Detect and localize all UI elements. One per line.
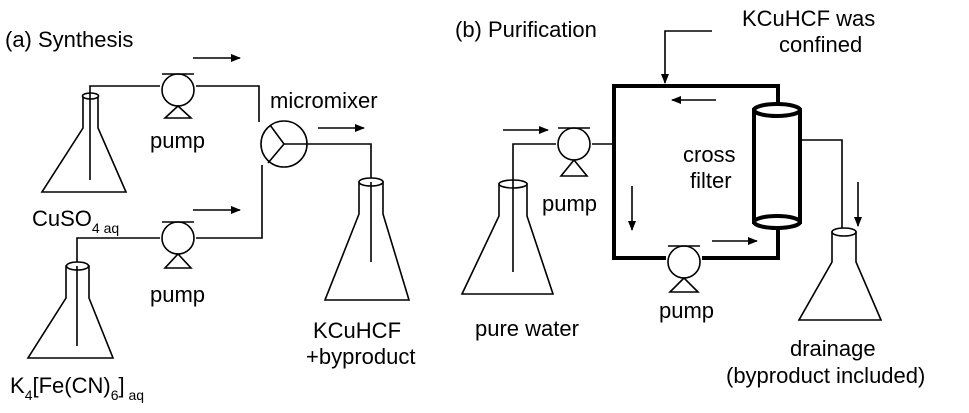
loop-pump-label: pump — [659, 298, 714, 323]
cross-filter-body — [752, 108, 802, 224]
pump-1 — [161, 73, 195, 119]
loop-pump-stand — [668, 276, 700, 293]
product-label-line2: +byproduct — [306, 344, 415, 369]
confined-pointer-arrow — [661, 30, 712, 84]
confined-label-line2: confined — [779, 32, 862, 57]
panel-synthesis: (a) Synthesis CuSO4 aq K4[Fe(CN)6] aq pu… — [5, 27, 415, 403]
micromixer-branch-2 — [267, 143, 285, 164]
ferrocyanide-flask — [26, 265, 115, 359]
panel-a-title: (a) Synthesis — [5, 27, 133, 52]
cuso4-flask — [40, 95, 128, 193]
feed-pump — [557, 127, 591, 177]
pump-1-stand — [162, 104, 194, 119]
recirculation-loop — [612, 84, 780, 260]
cross-filter-cap-bottom — [752, 214, 802, 230]
feed-pump-body — [557, 127, 591, 161]
drainage-flask — [797, 231, 883, 321]
pump-1-body — [161, 73, 195, 107]
loop-pump — [667, 245, 701, 293]
tube-ferrocyanide-to-pump — [76, 237, 160, 262]
feed-pump-stand — [559, 158, 589, 177]
pump-2-stand — [163, 252, 193, 269]
filter-label-line1: cross — [683, 142, 736, 167]
water-flask — [460, 183, 555, 295]
panel-b-title: (b) Purification — [455, 17, 597, 42]
tube-cuso4-to-pump — [89, 85, 160, 96]
product-flask — [323, 181, 411, 301]
pump-2-body — [161, 221, 195, 255]
drainage-flask-neck — [831, 227, 857, 237]
micromixer — [260, 120, 308, 168]
feed-pump-label: pump — [542, 191, 597, 216]
panel-purification: (b) Purification KCuHCF was confined pur… — [455, 6, 925, 388]
cross-filter-cap-top — [752, 102, 802, 118]
pump-2-label: pump — [150, 282, 205, 307]
pump-1-label: pump — [150, 128, 205, 153]
recirculation-loop-return — [702, 226, 780, 260]
micromixer-branch-1 — [269, 124, 285, 145]
pump-2 — [161, 221, 195, 269]
ferrocyanide-label: K4[Fe(CN)6] aq — [10, 373, 144, 403]
confined-label-line1: KCuHCF was — [742, 6, 875, 31]
tube-water-to-pump — [512, 143, 556, 184]
tube-pump-to-mixer-top — [196, 85, 260, 122]
filter-label-line2: filter — [690, 168, 732, 193]
loop-pump-body — [667, 245, 701, 279]
drainage-label-line1: drainage — [790, 336, 876, 361]
product-label-line1: KCuHCF — [313, 318, 401, 343]
cross-filter — [752, 102, 802, 230]
drainage-label-line2: (byproduct included) — [726, 363, 925, 388]
tube-mixer-to-product — [306, 143, 372, 182]
water-label: pure water — [475, 316, 579, 341]
cuso4-label: CuSO4 aq — [32, 206, 119, 236]
micromixer-label: micromixer — [270, 88, 378, 113]
tube-pump-to-mixer-bottom — [196, 165, 263, 239]
tube-permeate-to-drain — [800, 139, 843, 232]
